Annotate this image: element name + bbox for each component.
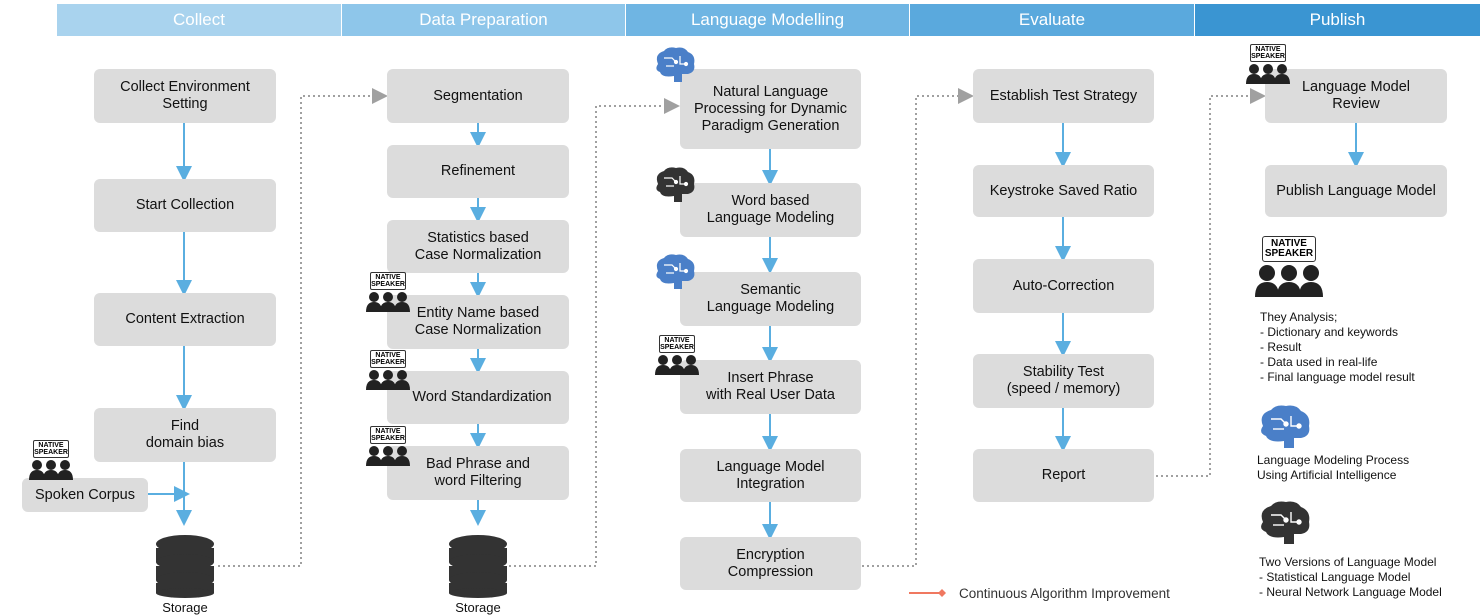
header-language-modelling: Language Modelling [626, 4, 909, 36]
legend-ai-text: Language Modeling Process Using Artifici… [1257, 453, 1410, 482]
box-publish-lm: Publish Language Model [1265, 165, 1447, 217]
legend-native-item: - Result [1260, 340, 1302, 354]
legend-dark-text: Two Versions of Language Model - Statist… [1259, 555, 1442, 599]
box-word-standardization: Word Standardization [387, 371, 569, 424]
box-keystroke-saved-ratio: Keystroke Saved Ratio [973, 165, 1154, 217]
box-report: Report [973, 449, 1154, 502]
brain-neural-icon [656, 167, 695, 202]
storage-label-collect: Storage [162, 600, 208, 615]
legend-native-item: - Data used in real-life [1260, 355, 1378, 369]
legend-native-item: - Dictionary and keywords [1260, 325, 1399, 339]
box-spoken-corpus: Spoken Corpus [22, 478, 148, 512]
box-encryption-compression: Encryption Compression [680, 537, 861, 590]
box-segmentation: Segmentation [387, 69, 569, 123]
box-stability-test: Stability Test (speed / memory) [973, 354, 1154, 408]
box-entity-name-case-normalization: Entity Name based Case Normalization [387, 295, 569, 349]
storage-icon-collect [156, 535, 214, 598]
box-word-based-lm: Word based Language Modeling [680, 183, 861, 237]
box-content-extraction: Content Extraction [94, 293, 276, 346]
legend-continuous-improvement: Continuous Algorithm Improvement [959, 586, 1170, 601]
box-insert-phrase: Insert Phrase with Real User Data [680, 360, 861, 414]
box-establish-test-strategy: Establish Test Strategy [973, 69, 1154, 123]
box-statistics-case-normalization: Statistics based Case Normalization [387, 220, 569, 273]
box-start-collection: Start Collection [94, 179, 276, 232]
box-nlp-dynamic-paradigm: Natural Language Processing for Dynamic … [680, 69, 861, 149]
legend-native-item: - Final language model result [1260, 370, 1415, 384]
header-data-preparation: Data Preparation [342, 4, 625, 36]
header-collect: Collect [57, 4, 341, 36]
box-bad-phrase-filtering: Bad Phrase and word Filtering [387, 446, 569, 500]
box-collect-environment-setting: Collect Environment Setting [94, 69, 276, 123]
storage-label-prep: Storage [455, 600, 501, 615]
box-auto-correction: Auto-Correction [973, 259, 1154, 313]
legend-native-title: They Analysis; [1260, 310, 1338, 324]
brain-neural-legend-icon [1261, 501, 1310, 544]
storage-icon-prep [449, 535, 507, 598]
brain-ai-icon [656, 254, 695, 289]
box-refinement: Refinement [387, 145, 569, 198]
box-semantic-lm: Semantic Language Modeling [680, 272, 861, 326]
box-lm-review: Language Model Review [1265, 69, 1447, 123]
box-lm-integration: Language Model Integration [680, 449, 861, 502]
brain-ai-icon [656, 47, 695, 82]
header-publish: Publish [1195, 4, 1480, 36]
box-find-domain-bias: Find domain bias [94, 408, 276, 462]
header-evaluate: Evaluate [910, 4, 1194, 36]
brain-ai-legend-icon [1261, 405, 1310, 448]
